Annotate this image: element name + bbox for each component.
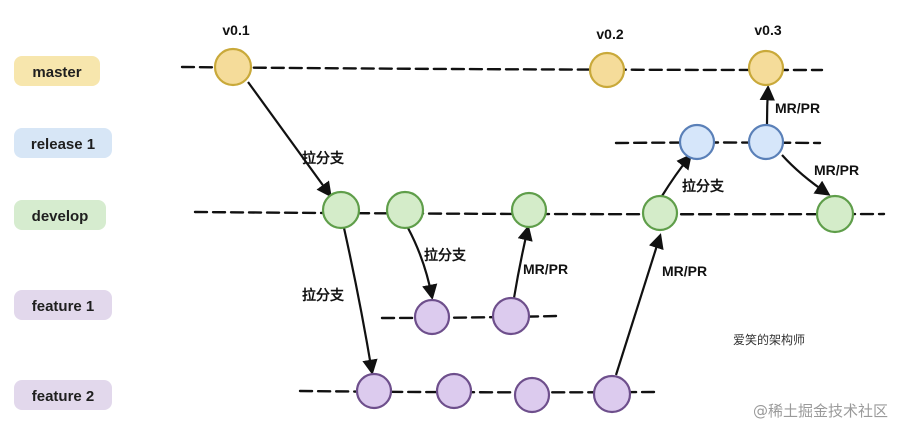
branch-arrow-develop-to-feature-1 <box>407 227 438 301</box>
lane-label-text: master <box>32 64 81 81</box>
annotation-merge: MR/PR <box>523 261 568 277</box>
commit-node-master <box>747 49 785 87</box>
commit-node-develop <box>815 194 855 234</box>
lane-label-text: feature 2 <box>32 388 95 405</box>
lane-label-bg <box>14 200 106 230</box>
version-tag: v0.1 <box>222 22 249 38</box>
lane-label-bg <box>14 380 112 410</box>
commit-node-master <box>588 51 626 89</box>
annotation-merge: MR/PR <box>814 162 859 178</box>
lane-label-master: master <box>14 56 100 86</box>
branch-arrow-master-to-develop <box>247 81 332 198</box>
lane-line-feature-1 <box>380 314 558 320</box>
lane-label-bg <box>14 128 112 158</box>
merge-arrow-release-to-develop <box>781 154 831 196</box>
annotation-branch-off: 拉分支 <box>302 150 345 167</box>
annotation-branch-off: 拉分支 <box>424 247 467 264</box>
commit-node-master <box>213 47 253 87</box>
commit-node-feature-1 <box>491 296 531 336</box>
commit-node-feature-2 <box>513 376 551 414</box>
commit-node-develop <box>510 191 548 229</box>
commit-node-develop <box>385 190 425 230</box>
annotation-branch-off: 拉分支 <box>302 287 345 304</box>
lane-label-develop: develop <box>14 200 106 230</box>
lane-label-bg <box>14 290 112 320</box>
lane-line-release-1 <box>614 141 822 145</box>
merge-arrow-release-to-master <box>759 84 776 125</box>
commit-node-feature-2 <box>435 372 473 410</box>
lane-label-text: develop <box>32 208 89 225</box>
commit-node-feature-1 <box>413 298 451 336</box>
lane-label-text: feature 1 <box>32 298 95 315</box>
merge-arrow-feature-1-to-develop <box>512 225 533 299</box>
commit-node-develop <box>641 194 679 232</box>
commit-node-release <box>747 123 785 161</box>
annotation-merge: MR/PR <box>775 100 820 116</box>
lane-label-text: release 1 <box>31 136 95 153</box>
commit-node-develop <box>321 190 361 230</box>
author-caption: 爱笑的架构师 <box>733 332 805 347</box>
commit-node-release <box>678 123 716 161</box>
version-tag: v0.3 <box>754 22 781 38</box>
annotation-merge: MR/PR <box>662 263 707 279</box>
lane-label-release-1: release 1 <box>14 128 112 158</box>
annotation-branch-off: 拉分支 <box>682 178 725 195</box>
version-tag: v0.2 <box>596 26 623 42</box>
watermark: @稀土掘金技术社区 <box>753 402 888 420</box>
branch-arrow-develop-to-feature-2 <box>342 227 378 376</box>
commit-node-feature-2 <box>355 372 393 410</box>
lane-line-master <box>180 65 824 72</box>
commit-node-feature-2 <box>592 374 632 414</box>
lane-label-feature-2: feature 2 <box>14 380 112 410</box>
merge-arrow-feature-2-to-develop <box>614 233 664 376</box>
lane-label-feature-1: feature 1 <box>14 290 112 320</box>
branch-arrow-develop-to-release <box>661 153 692 197</box>
lane-label-bg <box>14 56 100 86</box>
